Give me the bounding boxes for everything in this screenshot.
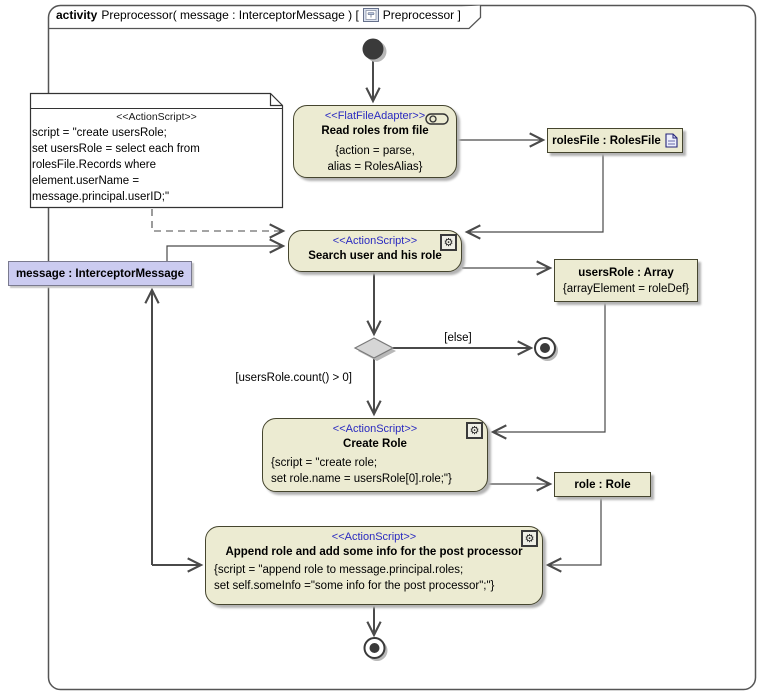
object-flow-message-to-search: [166, 238, 286, 261]
action-create-role: ⚙ <<ActionScript>> Create Role {script =…: [262, 418, 488, 492]
action-property: {script = "append role to message.princi…: [214, 564, 464, 576]
parameter-node-message: message : InterceptorMessage: [8, 261, 192, 286]
parameter-node-label: message : InterceptorMessage: [15, 267, 185, 280]
frame-title-keyword: activity: [56, 8, 98, 22]
decision-node: [353, 337, 396, 361]
gear-icon: ⚙: [521, 530, 538, 547]
document-icon: [665, 133, 678, 148]
guard-else: [else]: [444, 332, 472, 344]
initial-node: [362, 38, 387, 62]
action-stereotype: <<FlatFileAdapter>>: [324, 110, 426, 122]
note-line: message.principal.userID;": [32, 191, 170, 203]
action-stereotype: <<ActionScript>>: [331, 531, 417, 543]
action-name: Read roles from file: [321, 125, 429, 137]
object-node-label: usersRole : Array: [578, 266, 674, 279]
action-append-role: ⚙ <<ActionScript>> Append role and add s…: [205, 526, 543, 605]
action-property: set role.name = usersRole[0].role;"}: [271, 473, 452, 485]
object-node-role: role : Role: [554, 472, 651, 497]
object-node-property: {arrayElement = roleDef}: [562, 282, 690, 295]
frame-title-text: Preprocessor( message : InterceptorMessa…: [101, 8, 359, 22]
object-node-label: rolesFile : RolesFile: [552, 134, 661, 147]
activity-final-node-else: [534, 337, 558, 361]
action-search-user-role: ⚙ <<ActionScript>> Search user and his r…: [288, 230, 462, 272]
action-stereotype: <<ActionScript>>: [332, 423, 418, 435]
note-shape: [29, 92, 284, 209]
guard-usersrole-count: [usersRole.count() > 0]: [235, 372, 352, 384]
object-flow-role-to-append: [545, 497, 602, 573]
gear-icon: ⚙: [440, 234, 457, 251]
object-node-rolesfile: rolesFile : RolesFile: [547, 128, 683, 153]
action-name: Search user and his role: [308, 250, 442, 262]
action-property: set self.someInfo ="some info for the po…: [214, 580, 495, 592]
activity-diagram-icon: [362, 8, 379, 22]
note-anchor-dashed: [151, 209, 286, 239]
frame-title-tail: Preprocessor ]: [382, 8, 461, 22]
object-flow-rolesfile-to-search: [464, 152, 604, 240]
flat-file-adapter-icon: [425, 112, 449, 130]
action-stereotype: <<ActionScript>>: [332, 235, 418, 247]
frame-title: activity Preprocessor( message : Interce…: [56, 8, 461, 22]
action-property: alias = RolesAlias}: [327, 161, 423, 173]
note-line: rolesFile.Records where: [32, 159, 156, 171]
note: <<ActionScript>> script = "create usersR…: [32, 110, 281, 205]
action-property: {action = parse,: [335, 145, 415, 157]
object-node-usersrole: usersRole : Array {arrayElement = roleDe…: [554, 259, 698, 302]
note-line: script = "create usersRole;: [32, 127, 167, 139]
action-name: Append role and add some info for the po…: [225, 546, 523, 558]
gear-icon: ⚙: [466, 422, 483, 439]
note-stereotype: <<ActionScript>>: [116, 111, 197, 123]
object-flow-usersrole-to-create: [490, 302, 606, 440]
action-property: {script = "create role;: [271, 457, 378, 469]
note-line: element.userName =: [32, 175, 140, 187]
action-read-roles-from-file: <<FlatFileAdapter>> Read roles from file…: [293, 105, 457, 178]
object-node-label: role : Role: [574, 478, 631, 491]
activity-final-node-bottom: [363, 637, 388, 661]
action-name: Create Role: [343, 438, 407, 450]
note-line: set usersRole = select each from: [32, 143, 200, 155]
